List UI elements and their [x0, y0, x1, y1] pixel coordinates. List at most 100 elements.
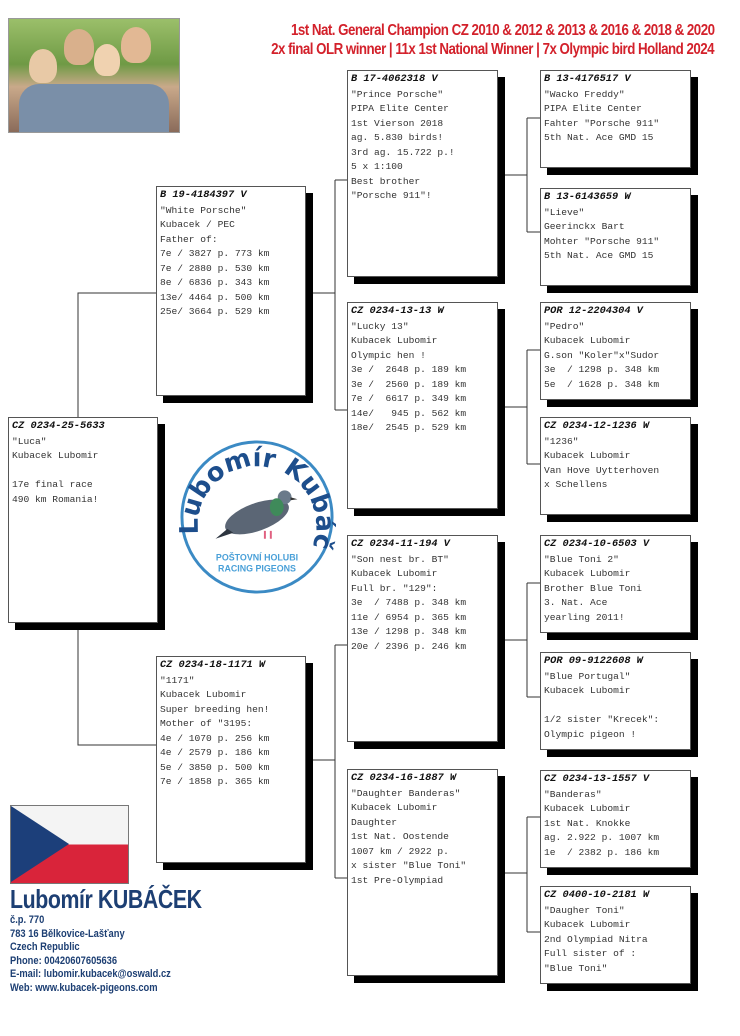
card-line [12, 464, 154, 479]
pigeon-card-gen3: CZ 0234-13-13 W"Lucky 13"Kubacek Lubomir… [347, 302, 498, 509]
card-line: 4e / 2579 p. 186 km [160, 747, 270, 758]
pigeon-card-gen3: B 17-4062318 V "Prince Porsche" PIPA Elite… [347, 70, 498, 277]
connector-gen3-1 [497, 117, 540, 233]
card-line: "Blue Toni" [544, 962, 608, 974]
card-line: Mother of "3195: [160, 718, 253, 729]
address-line: 783 16 Bělkovice-Lašťany [10, 927, 125, 940]
card-line: 5e / 1628 p. 348 km [544, 378, 660, 390]
card-line: 7e / 3827 p. 773 km [160, 248, 270, 259]
ring-number: CZ 0234-13-1557 V [544, 773, 650, 785]
card-line: "Daughter Banderas" [351, 787, 461, 799]
card-line: Kubacek Lubomir [544, 335, 631, 346]
connector-gen3-3 [497, 582, 540, 698]
phone: Phone: 00420607605636 [10, 954, 118, 967]
pigeon-card-dam: CZ 0234-18-1171 W "1171" Kubacek Lubomir… [156, 656, 306, 863]
svg-text:RACING PIGEONS: RACING PIGEONS [218, 563, 296, 573]
card-line: Olympic pigeon ! [544, 728, 637, 740]
card-line: 17e final race [12, 479, 93, 490]
card-line: Brother Blue Toni [544, 582, 642, 594]
card-line: 1007 km / 2922 p. [351, 845, 449, 857]
card-line: Father of: [160, 233, 218, 245]
card-line: 490 km Romania! [12, 493, 99, 505]
connector-sire [305, 179, 347, 411]
card-line: "White Porsche" [160, 204, 247, 216]
contact-details: č.p. 770 783 16 Bělkovice-Lašťany Czech … [10, 914, 199, 996]
card-line: 11e / 6954 p. 365 km [351, 611, 467, 623]
card-line: "Prince Porsche" [351, 88, 444, 100]
card-line: yearling 2011! [544, 611, 625, 623]
card-line: Full br. "129": [351, 582, 438, 594]
family-photo [8, 18, 180, 133]
card-line: 20e / 2396 p. 246 km [351, 640, 467, 652]
card-line: 5e / 3850 p. 500 km [160, 761, 270, 773]
card-line: 13e / 1298 p. 348 km [351, 626, 467, 637]
card-line: Kubacek Lubomir [160, 689, 247, 700]
pigeon-card-subject: CZ 0234-25-5633 "Luca" Kubacek Lubomir 1… [8, 417, 158, 623]
card-line: Daughter [351, 816, 398, 828]
ring-number: CZ 0234-11-194 V [351, 538, 450, 550]
pigeon-card-gen4: CZ 0400-10-2181 W "Daugher Toni" Kubacek L… [540, 886, 691, 984]
ring-number: CZ 0234-12-1236 W [544, 420, 650, 432]
ring-number: POR 09-9122608 W [544, 655, 643, 667]
card-line: Kubacek / PEC [160, 219, 235, 230]
card-line: 3e / 7488 p. 348 km [351, 597, 467, 608]
card-line: Geerinckx Bart [544, 221, 625, 232]
card-line: Olympic hen ! [351, 349, 426, 361]
card-line: Full sister of : [544, 948, 637, 959]
ring-number: B 13-4176517 V [544, 73, 631, 85]
card-line: x Schellens [544, 479, 608, 490]
card-line: Kubacek Lubomir [544, 803, 631, 814]
card-line: 1st Nat. Oostende [351, 831, 449, 842]
card-line: "Banderas" [544, 788, 602, 800]
card-line: 14e/ 945 p. 562 km [351, 407, 467, 419]
pigeon-card-gen4: B 13-4176517 V"Wacko Freddy"PIPA Elite C… [540, 70, 691, 168]
ring-number: B 19-4184397 V [160, 189, 247, 201]
card-line: 18e/ 2545 p. 529 km [351, 422, 467, 433]
address-line: č.p. 770 [10, 914, 45, 926]
header-line-1: 1st Nat. General Champion CZ 2010 & 2012… [290, 22, 714, 39]
card-line: x sister "Blue Toni" [351, 860, 467, 871]
card-line: "Blue Portugal" [544, 670, 631, 682]
ring-number: B 17-4062318 V [351, 73, 438, 85]
card-line: PIPA Elite Center [351, 103, 449, 114]
ring-number: B 13-6143659 W [544, 191, 631, 203]
card-line: 1/2 sister "Krecek": [544, 714, 660, 725]
website-link[interactable]: Web: www.kubacek-pigeons.com [10, 981, 158, 994]
card-line: "Lieve" [544, 206, 585, 218]
ring-number: POR 12-2204304 V [544, 305, 643, 317]
connector-dam [305, 644, 347, 879]
ring-number: CZ 0400-10-2181 W [544, 889, 650, 901]
pigeon-card-gen4: POR 09-9122608 W "Blue Portugal" Kubacek L… [540, 652, 691, 750]
card-line: Fahter "Porsche 911" [544, 117, 660, 129]
ring-number: CZ 0234-13-13 W [351, 305, 444, 317]
card-line: 2nd Olympiad Nitra [544, 933, 648, 945]
card-line: 4e / 1070 p. 256 km [160, 732, 270, 744]
card-line: G.son "Koler"x"Sudor [544, 349, 660, 361]
card-line: Kubacek Lubomir [544, 919, 631, 930]
email-link[interactable]: E-mail: lubomir.kubacek@oswald.cz [10, 968, 171, 981]
card-line: 3e / 2560 p. 189 km [351, 378, 467, 390]
card-line: 7e / 6617 p. 349 km [351, 393, 467, 404]
card-line: "Pedro" [544, 320, 585, 332]
card-line: PIPA Elite Center [544, 103, 642, 114]
card-line: 7e / 1858 p. 365 km [160, 776, 270, 787]
card-line: "Luca" [12, 435, 47, 447]
card-line: 13e/ 4464 p. 500 km [160, 291, 270, 303]
connector-gen3-4 [497, 816, 540, 933]
card-line: "Blue Toni 2" [544, 553, 619, 565]
connector-subject-sire [77, 292, 156, 417]
card-line: ag. 5.830 birds! [351, 132, 444, 143]
card-line: Kubacek Lubomir [351, 335, 438, 346]
card-line: Kubacek Lubomir [544, 685, 631, 696]
card-line: "1171" [160, 674, 195, 686]
card-line: 25e/ 3664 p. 529 km [160, 306, 270, 317]
ring-number: CZ 0234-16-1887 W [351, 772, 457, 784]
card-line: "Daugher Toni" [544, 904, 625, 916]
connector-subject-dam [77, 622, 156, 746]
card-line: 5 x 1:100 [351, 161, 403, 172]
pigeon-card-sire: B 19-4184397 V "White Porsche" Kubacek /… [156, 186, 306, 396]
